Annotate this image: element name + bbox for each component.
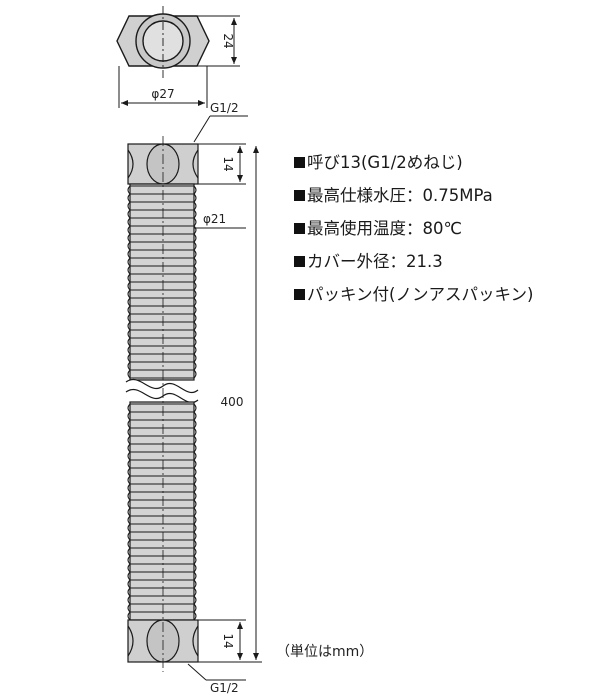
total-length-dimension <box>198 146 262 663</box>
spec-text: 最高使用温度：80℃ <box>307 218 463 238</box>
break-symbol <box>125 379 199 403</box>
hose-corrugation-upper <box>127 185 197 379</box>
spec-item: 最高使用温度：80℃ <box>294 212 533 245</box>
thread-top-label: G1/2 <box>210 101 239 115</box>
square-bullet-icon <box>294 190 305 201</box>
top-nut-length-dimension <box>198 143 246 185</box>
thread-bottom-label: G1/2 <box>210 681 239 695</box>
bottom-nut-length-label: 14 <box>221 633 235 648</box>
nut-diameter-label: φ27 <box>151 87 174 101</box>
unit-note: （単位はmm） <box>276 644 374 660</box>
spec-item: 最高仕様水圧：0.75MPa <box>294 179 533 212</box>
square-bullet-icon <box>294 157 305 168</box>
hose-lower <box>129 401 195 621</box>
spec-item: カバー外径：21.3 <box>294 245 533 278</box>
square-bullet-icon <box>294 223 305 234</box>
square-bullet-icon <box>294 289 305 300</box>
spec-item: 呼び13(G1/2めねじ) <box>294 146 533 179</box>
spec-text: パッキン付(ノンアスパッキン) <box>307 284 534 304</box>
square-bullet-icon <box>294 256 305 267</box>
spec-text: 最高仕様水圧：0.75MPa <box>307 185 493 205</box>
spec-text: 呼び13(G1/2めねじ) <box>307 152 463 172</box>
spec-item: パッキン付(ノンアスパッキン) <box>294 278 533 311</box>
hose-rib <box>127 369 197 379</box>
hose-diameter-label: φ21 <box>203 212 226 226</box>
thread-bottom-leader <box>187 663 246 681</box>
hose-body <box>125 136 199 672</box>
thread-top-leader <box>193 115 248 143</box>
total-length-label: 400 <box>221 395 244 409</box>
nut-height-label: 24 <box>221 33 235 48</box>
hex-nut-top-view <box>116 6 210 78</box>
nut-diameter-dimension <box>118 66 208 108</box>
top-nut-length-label: 14 <box>221 156 235 171</box>
spec-text: カバー外径：21.3 <box>307 251 443 271</box>
nut-height-dimension <box>197 15 240 67</box>
hose-corrugation-lower <box>127 403 197 621</box>
spec-list: 呼び13(G1/2めねじ) 最高仕様水圧：0.75MPa 最高使用温度：80℃ … <box>294 146 533 311</box>
bottom-nut-length-dimension <box>198 619 246 660</box>
